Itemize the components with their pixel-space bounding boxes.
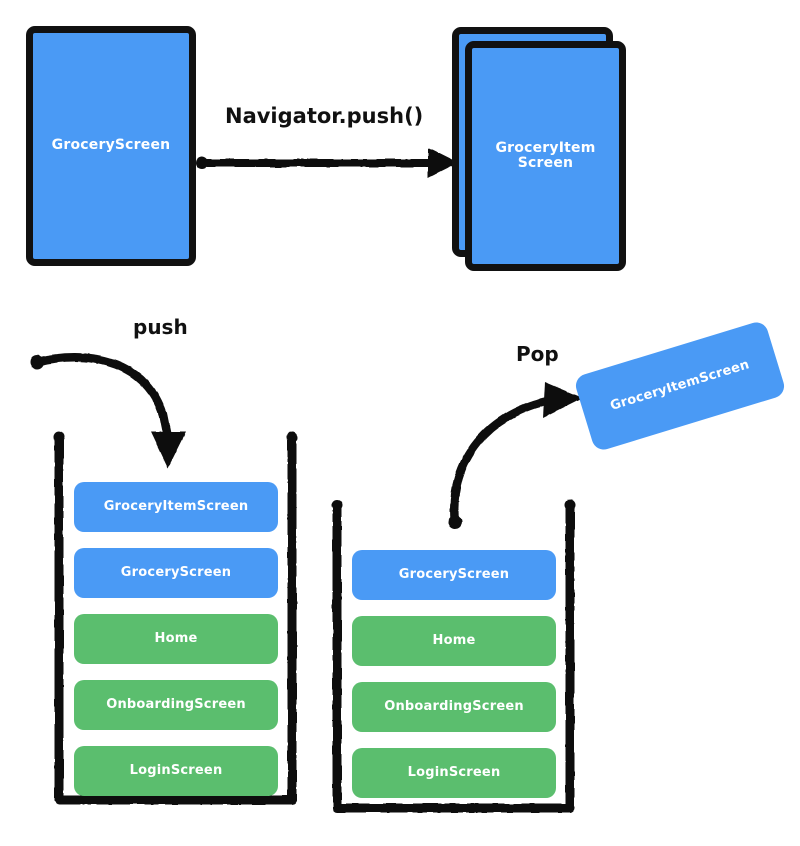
- push-stack-container: [53, 431, 298, 805]
- stack-item[interactable]: GroceryItemScreen: [74, 482, 278, 532]
- popped-card-label: GroceryItemScreen: [608, 357, 752, 414]
- screen-card-line-2: Screen: [517, 155, 574, 171]
- stack-item-label: Home: [432, 632, 476, 648]
- stack-item[interactable]: OnboardingScreen: [352, 682, 556, 732]
- pop-stack-container: [331, 499, 576, 813]
- navigator-push-arrow: [195, 148, 458, 178]
- stack-item-label: GroceryScreen: [398, 566, 510, 582]
- stack-item[interactable]: Home: [352, 616, 556, 666]
- stack-item[interactable]: LoginScreen: [352, 748, 556, 798]
- stack-item-label: LoginScreen: [407, 764, 501, 780]
- screen-card-grocery[interactable]: GroceryScreen: [26, 26, 196, 266]
- push-arrow: [30, 353, 186, 468]
- stack-item[interactable]: OnboardingScreen: [74, 680, 278, 730]
- stack-item-label: GroceryItemScreen: [103, 498, 249, 514]
- stack-item[interactable]: GroceryScreen: [352, 550, 556, 600]
- screen-card-grocery-label: GroceryScreen: [51, 137, 171, 154]
- stack-item[interactable]: LoginScreen: [74, 746, 278, 796]
- stack-item-label: OnboardingScreen: [106, 696, 246, 712]
- stack-item-label: LoginScreen: [129, 762, 223, 778]
- stack-item-label: Home: [154, 630, 198, 646]
- stack-item[interactable]: Home: [74, 614, 278, 664]
- stack-item-label: OnboardingScreen: [384, 698, 524, 714]
- stack-item[interactable]: GroceryScreen: [74, 548, 278, 598]
- stack-item-label: GroceryScreen: [120, 564, 232, 580]
- screen-card-line-1: GroceryItem: [495, 139, 596, 156]
- pop-arrow: [448, 382, 583, 529]
